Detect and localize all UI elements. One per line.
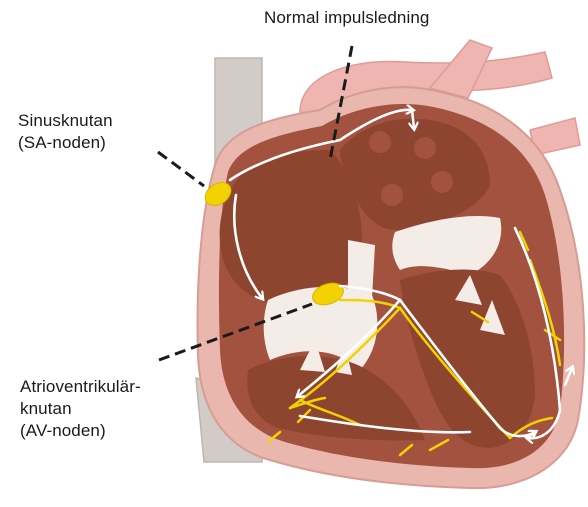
sa-node-label: Sinusknutan (SA-noden) (18, 110, 113, 154)
sa-node-label-line-2: (SA-noden) (18, 132, 113, 154)
vein-opening-3 (381, 184, 403, 206)
vein-opening-1 (369, 131, 391, 153)
impulse-label: Normal impulsledning (264, 7, 429, 29)
sa-node-label-line-1: Sinusknutan (18, 110, 113, 132)
av-node-label: Atrioventrikulär- knutan (AV-noden) (20, 376, 141, 442)
vein-opening-2 (414, 137, 436, 159)
vein-opening-4 (431, 171, 453, 193)
av-node-label-line-2: knutan (20, 398, 141, 420)
av-node-label-line-1: Atrioventrikulär- (20, 376, 141, 398)
av-node-label-line-3: (AV-noden) (20, 420, 141, 442)
septum-light (348, 240, 375, 302)
impulse-label-text: Normal impulsledning (264, 7, 429, 29)
leader-line-sa (158, 152, 204, 186)
